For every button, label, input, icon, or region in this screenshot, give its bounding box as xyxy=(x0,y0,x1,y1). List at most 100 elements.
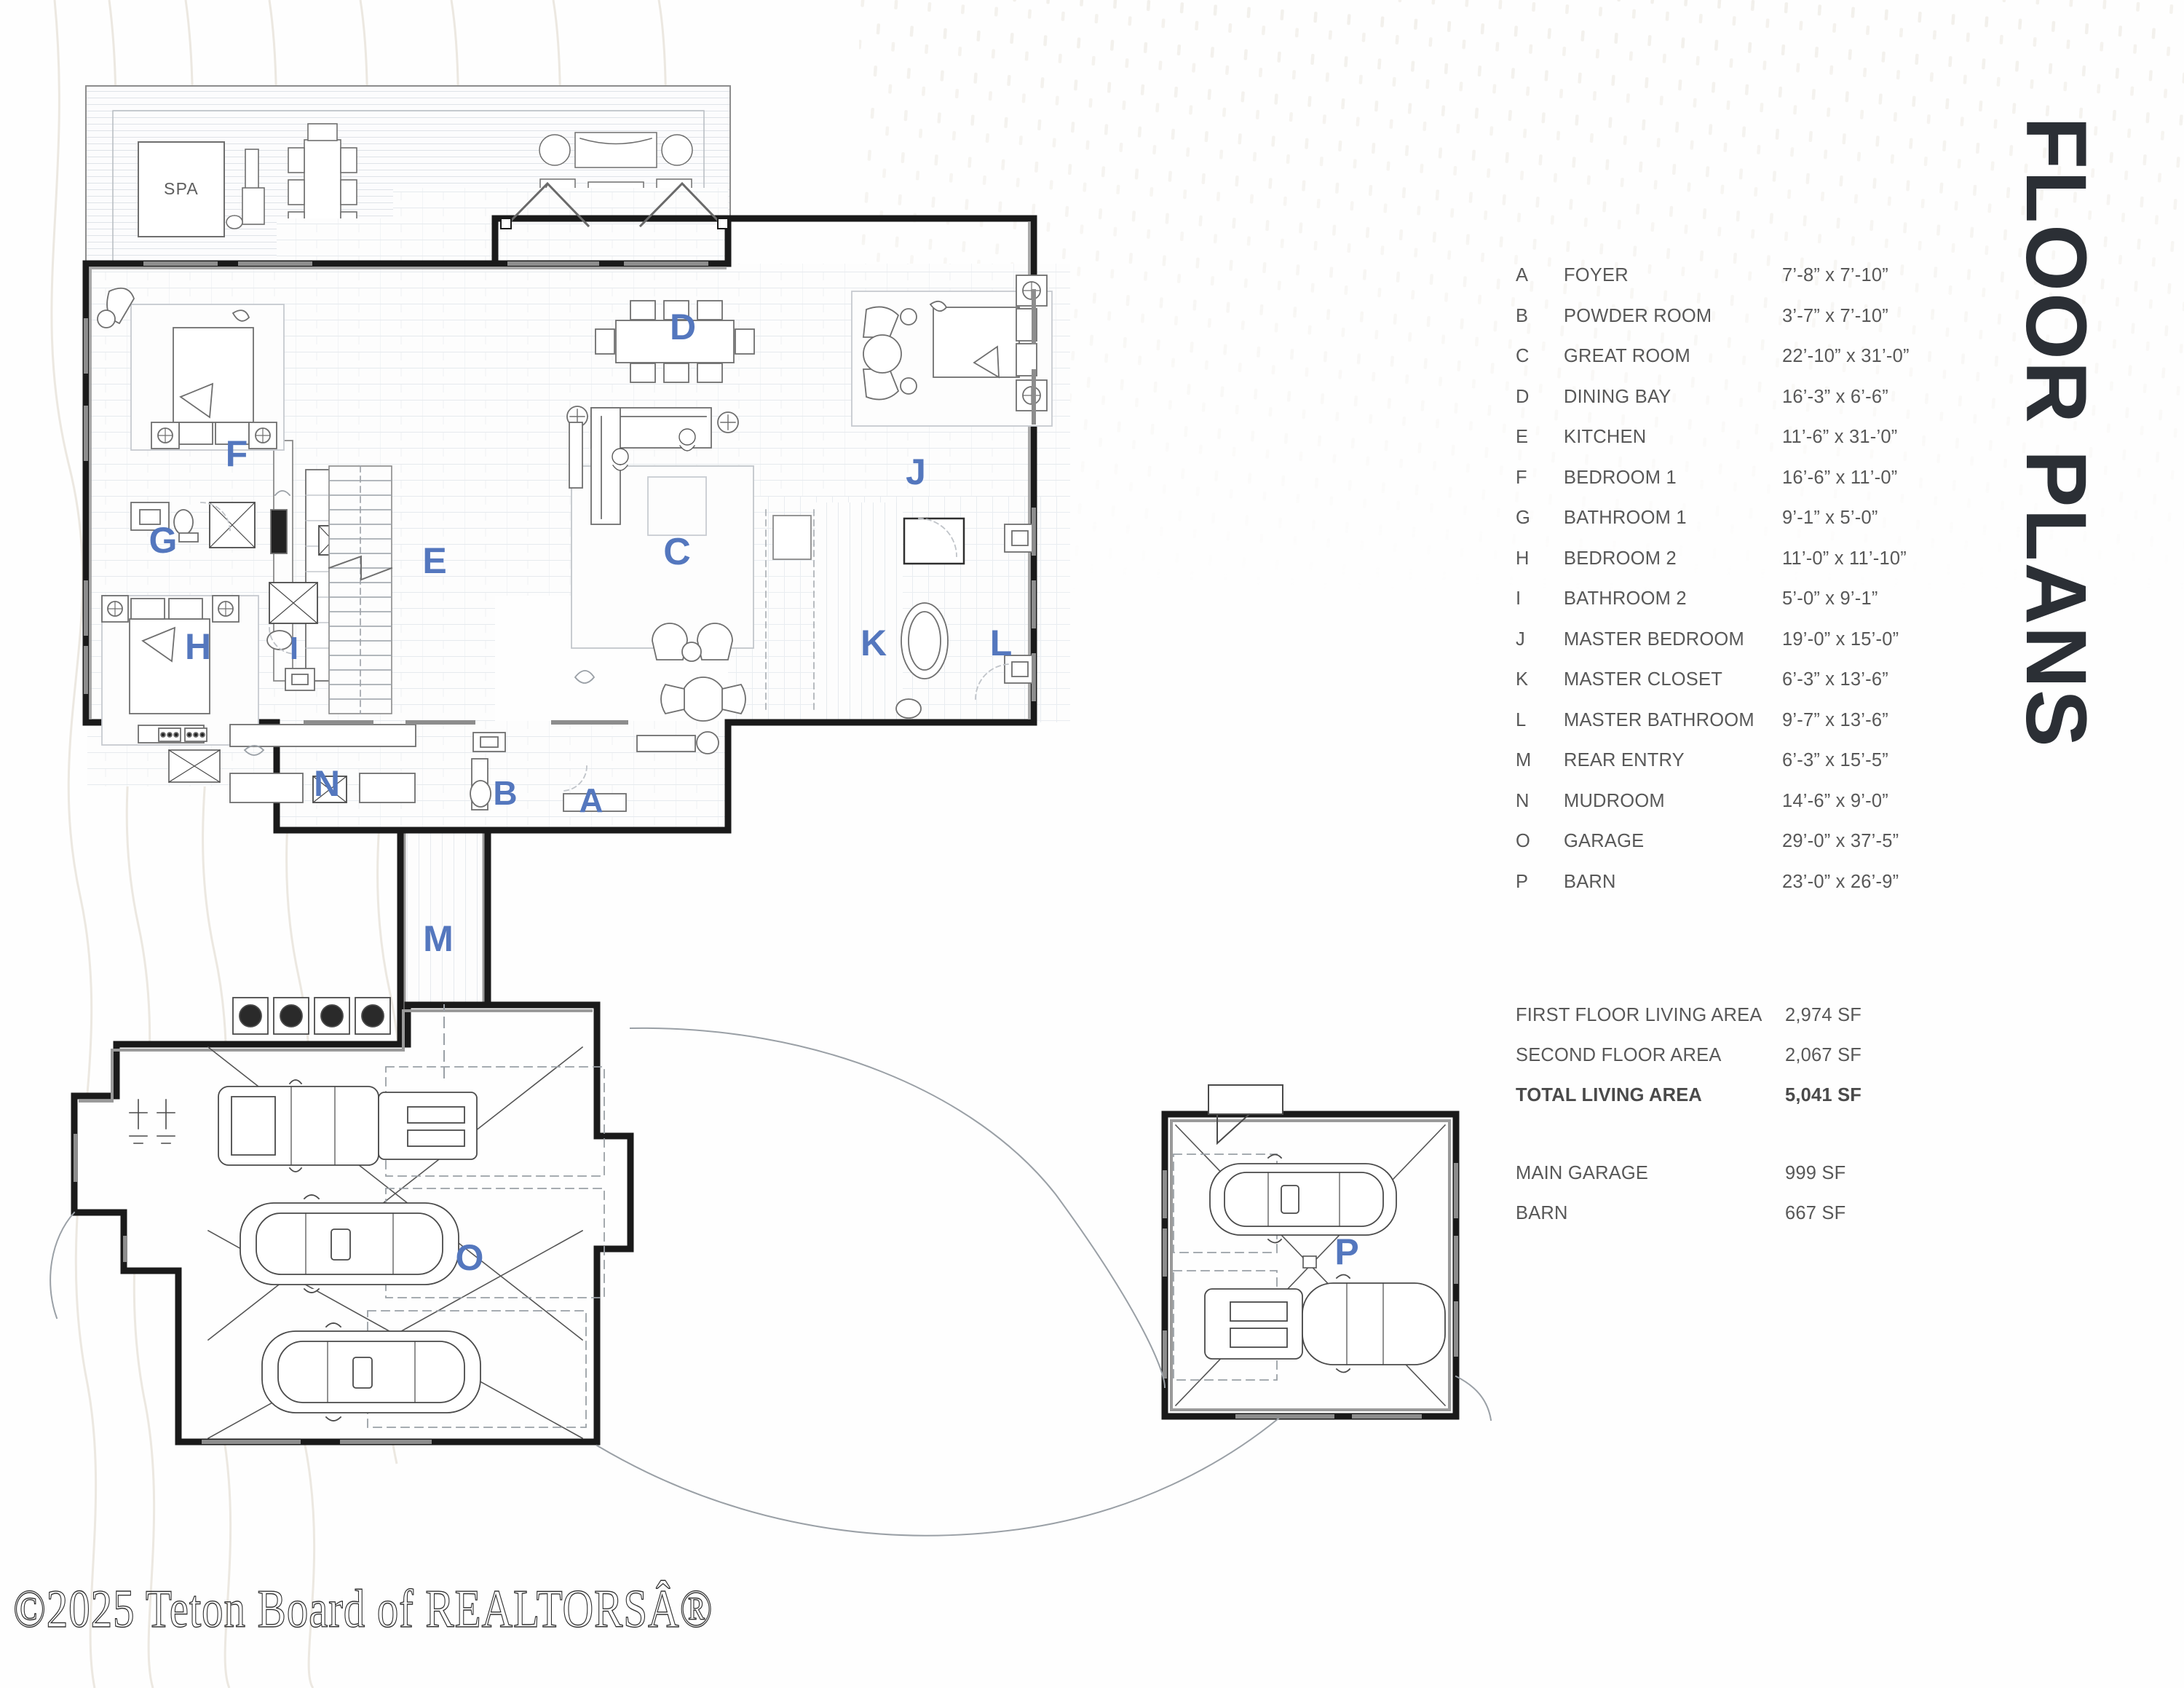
area-spacer xyxy=(1516,1125,1982,1163)
legend-room-name: BARN xyxy=(1564,871,1616,892)
area-row: BARN 667 SF xyxy=(1516,1203,1982,1243)
area-value: 2,067 SF xyxy=(1785,1045,1862,1065)
area-label: BARN xyxy=(1516,1203,1568,1223)
legend-dimensions: 22’-10” x 31’-0” xyxy=(1782,346,1910,366)
room-letter-d: D xyxy=(670,307,696,347)
mudroom xyxy=(158,724,416,803)
vehicle-truck xyxy=(218,1079,478,1172)
legend-letter: H xyxy=(1516,548,1530,569)
area-label: FIRST FLOOR LIVING AREA xyxy=(1516,1005,1762,1025)
legend-dimensions: 14’-6” x 9’-0” xyxy=(1782,790,1888,811)
room-letter-f: F xyxy=(226,433,248,474)
mechanical-units xyxy=(232,997,391,1035)
legend-row: I BATHROOM 2 5’-0” x 9’-1” xyxy=(1516,588,1982,629)
legend-letter: C xyxy=(1516,346,1530,366)
room-letter-m: M xyxy=(423,918,454,959)
legend-room-name: GREAT ROOM xyxy=(1564,346,1690,366)
legend-letter: G xyxy=(1516,508,1531,528)
legend-dimensions: 3’-7” x 7’-10” xyxy=(1782,305,1888,326)
legend-letter: P xyxy=(1516,871,1529,892)
room-letter-p: P xyxy=(1334,1231,1358,1272)
legend-letter: K xyxy=(1516,669,1529,690)
room-letter-n: N xyxy=(314,763,340,804)
legend-dimensions: 7’-8” x 7’-10” xyxy=(1782,265,1888,285)
legend-letter: L xyxy=(1516,709,1527,730)
legend-letter: B xyxy=(1516,305,1529,326)
legend-row: K MASTER CLOSET 6’-3” x 13’-6” xyxy=(1516,669,1982,710)
windows xyxy=(84,261,1036,725)
legend-row: A FOYER 7’-8” x 7’-10” xyxy=(1516,265,1982,306)
legend-dimensions: 5’-0” x 9’-1” xyxy=(1782,588,1878,609)
barn xyxy=(1161,1084,1460,1420)
legend-row: B POWDER ROOM 3’-7” x 7’-10” xyxy=(1516,306,1982,347)
legend-row: O GARAGE 29’-0” x 37’-5” xyxy=(1516,831,1982,872)
legend-dimensions: 11’-0” x 11’-10” xyxy=(1782,548,1907,569)
legend-row: G BATHROOM 1 9’-1” x 5’-0” xyxy=(1516,508,1982,548)
legend-dimensions: 29’-0” x 37’-5” xyxy=(1782,831,1899,851)
area-row-total: TOTAL LIVING AREA 5,041 SF xyxy=(1516,1085,1982,1125)
legend-room-name: MASTER BATHROOM xyxy=(1564,709,1754,730)
room-letter-i: I xyxy=(290,631,298,666)
legend-letter: M xyxy=(1516,750,1532,770)
copyright-watermark: ©2025 Teton Board of REALTORSÂ® xyxy=(12,1579,713,1639)
bedroom-1 xyxy=(97,287,285,451)
legend-row: J MASTER BEDROOM 19’-0” x 15’-0” xyxy=(1516,629,1982,670)
legend-row: H BEDROOM 2 11’-0” x 11’-10” xyxy=(1516,548,1982,589)
vehicle-car-1 xyxy=(240,1194,459,1293)
area-label: MAIN GARAGE xyxy=(1516,1163,1649,1183)
room-letter-h: H xyxy=(185,626,211,667)
area-row: MAIN GARAGE 999 SF xyxy=(1516,1163,1982,1203)
legend-letter: F xyxy=(1516,467,1527,488)
legend-letter: O xyxy=(1516,831,1531,851)
area-label: SECOND FLOOR AREA xyxy=(1516,1045,1722,1065)
legend-dimensions: 9’-1” x 5’-0” xyxy=(1782,508,1878,528)
legend-room-name: MUDROOM xyxy=(1564,790,1665,811)
room-letter-l: L xyxy=(990,623,1013,663)
area-summary: FIRST FLOOR LIVING AREA 2,974 SF SECOND … xyxy=(1516,1005,1982,1243)
garage xyxy=(71,997,634,1446)
legend-letter: I xyxy=(1516,588,1522,609)
vehicle-car-2 xyxy=(261,1322,481,1421)
legend-dimensions: 23’-0” x 26’-9” xyxy=(1782,871,1899,892)
area-row: SECOND FLOOR AREA 2,067 SF xyxy=(1516,1045,1982,1085)
legend-row: E KITCHEN 11’-6” x 31-’0” xyxy=(1516,427,1982,468)
legend-room-name: MASTER BEDROOM xyxy=(1564,628,1744,650)
legend-room-name: MASTER CLOSET xyxy=(1564,669,1722,690)
room-letter-k: K xyxy=(860,623,887,663)
legend-row: N MUDROOM 14’-6” x 9’-0” xyxy=(1516,791,1982,832)
room-letter-a: A xyxy=(579,781,603,819)
legend-dimensions: 19’-0” x 15’-0” xyxy=(1782,628,1899,650)
bifold-doors xyxy=(500,181,729,229)
spa-label: SPA xyxy=(164,179,199,198)
dining-table xyxy=(595,300,755,383)
legend-row: L MASTER BATHROOM 9’-7” x 13’-6” xyxy=(1516,710,1982,751)
barn-vehicle-2 xyxy=(1204,1274,1446,1373)
bathroom-2 xyxy=(266,582,318,691)
main-house-body xyxy=(82,181,1070,1081)
room-legend-table: A FOYER 7’-8” x 7’-10” B POWDER ROOM 3’-… xyxy=(1516,265,1982,912)
bathroom-1 xyxy=(130,502,256,548)
legend-dimensions: 6’-3” x 13’-6” xyxy=(1782,669,1888,690)
legend-letter: J xyxy=(1516,628,1525,650)
legend-room-name: KITCHEN xyxy=(1564,427,1647,447)
legend-room-name: BATHROOM 1 xyxy=(1564,508,1687,528)
legend-room-name: POWDER ROOM xyxy=(1564,305,1712,326)
legend-dimensions: 16’-3” x 6’-6” xyxy=(1782,386,1888,407)
area-value: 5,041 SF xyxy=(1785,1085,1862,1105)
legend-dimensions: 6’-3” x 15’-5” xyxy=(1782,750,1888,770)
legend-letter: E xyxy=(1516,427,1529,447)
foyer-powder xyxy=(470,731,719,812)
master-bedroom xyxy=(851,275,1053,427)
legend-row: P BARN 23’-0” x 26’-9” xyxy=(1516,872,1982,912)
room-letter-g: G xyxy=(149,520,178,561)
area-value: 999 SF xyxy=(1785,1163,1846,1183)
staircase xyxy=(328,465,393,714)
legend-row: F BEDROOM 1 16’-6” x 11’-0” xyxy=(1516,468,1982,508)
area-row: FIRST FLOOR LIVING AREA 2,974 SF xyxy=(1516,1005,1982,1045)
legend-letter: D xyxy=(1516,386,1530,407)
legend-dimensions: 9’-7” x 13’-6” xyxy=(1782,709,1888,730)
great-room-furniture xyxy=(566,406,754,722)
page-title: FLOOR PLANS xyxy=(2008,117,2104,749)
bedroom-2 xyxy=(101,595,259,746)
